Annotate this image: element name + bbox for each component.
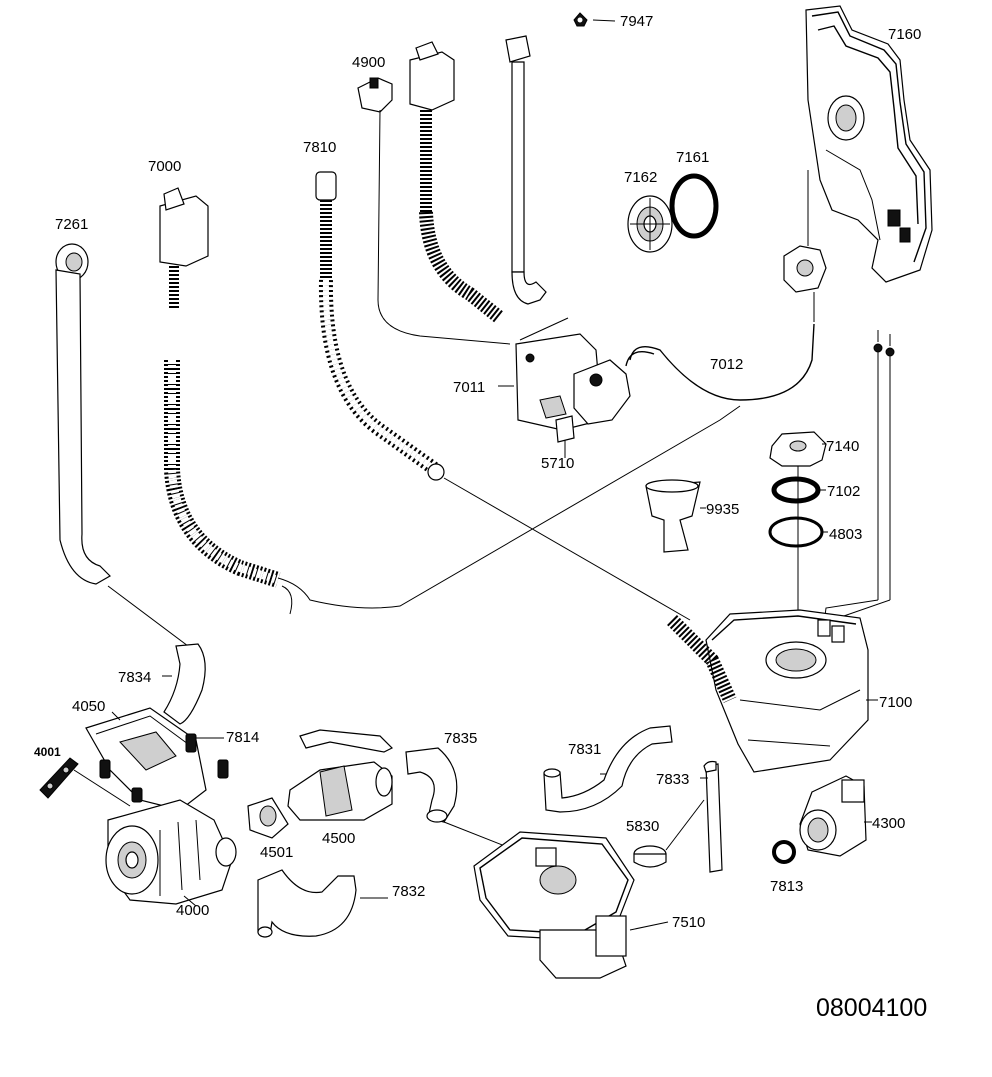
part-float-switch [783,170,827,322]
part-7102-ring [771,476,821,504]
label-7831: 7831 [568,741,601,758]
label-4900: 4900 [352,54,385,71]
label-4500: 4500 [322,830,355,847]
part-7947-nut [573,12,616,27]
part-7833-tube [703,760,723,873]
part-4000-motor [105,799,237,905]
part-7160-frame [805,5,933,283]
label-7000: 7000 [148,158,181,175]
part-7100-tank [667,609,869,773]
part-7162-disc [627,195,673,253]
label-5710: 5710 [541,455,574,472]
part-7813-ring [772,840,796,864]
label-7160: 7160 [888,26,921,43]
label-7011: 7011 [453,379,485,396]
label-5830: 5830 [626,818,659,835]
label-7832: 7832 [392,883,425,900]
part-straight-hose [505,35,547,305]
label-4803: 4803 [829,526,862,543]
label-4000: 4000 [176,902,209,919]
label-7947: 7947 [620,13,653,30]
part-7000-hose [159,187,741,615]
label-leaders [111,385,878,907]
part-labels: 7947 7160 4900 7810 7000 7161 7162 7261 … [34,13,927,1022]
label-7814: 7814 [226,729,259,746]
part-4500-pump [287,729,394,821]
part-7140-cap [769,431,827,467]
part-4501-fitting [247,797,289,839]
label-4501: 4501 [260,844,293,861]
part-7011-5710-valve-assembly [515,317,815,452]
part-7810-hose [315,171,691,621]
part-9935-funnel [645,479,701,553]
leader-lines [797,330,895,629]
label-7161: 7161 [676,149,709,166]
label-7261: 7261 [55,216,88,233]
label-7100: 7100 [879,694,912,711]
part-7835-elbow [405,747,511,849]
part-7832-hose [257,869,388,938]
part-7161-seal-ring [669,173,719,239]
part-7834-elbow-hose [163,643,206,725]
part-4803-seal [768,516,824,548]
label-7102: 7102 [827,483,860,500]
label-7810: 7810 [303,139,336,156]
part-4300-drain-pump [799,775,867,857]
label-4050: 4050 [72,698,105,715]
label-7834: 7834 [118,669,151,686]
label-7813: 7813 [770,878,803,895]
label-7835: 7835 [444,730,477,747]
diagram-code: 08004100 [816,994,927,1022]
label-7510: 7510 [672,914,705,931]
part-inlet-hose-block [409,41,505,324]
label-7162: 7162 [624,169,657,186]
label-7140: 7140 [826,438,859,455]
part-7831-hose [543,725,673,813]
part-4900-valve-connector [357,77,511,345]
part-7510-sump [473,831,669,979]
label-7833: 7833 [656,771,689,788]
label-4001: 4001 [34,745,61,759]
label-7012: 7012 [710,356,743,373]
part-5830-sensor [633,799,705,868]
label-9935: 9935 [706,501,739,518]
part-4050-bracket [85,707,207,811]
part-7814-grommets [99,733,229,803]
part-4001-clip [39,757,131,807]
part-7261-hose [55,243,189,647]
label-4300: 4300 [872,815,905,832]
